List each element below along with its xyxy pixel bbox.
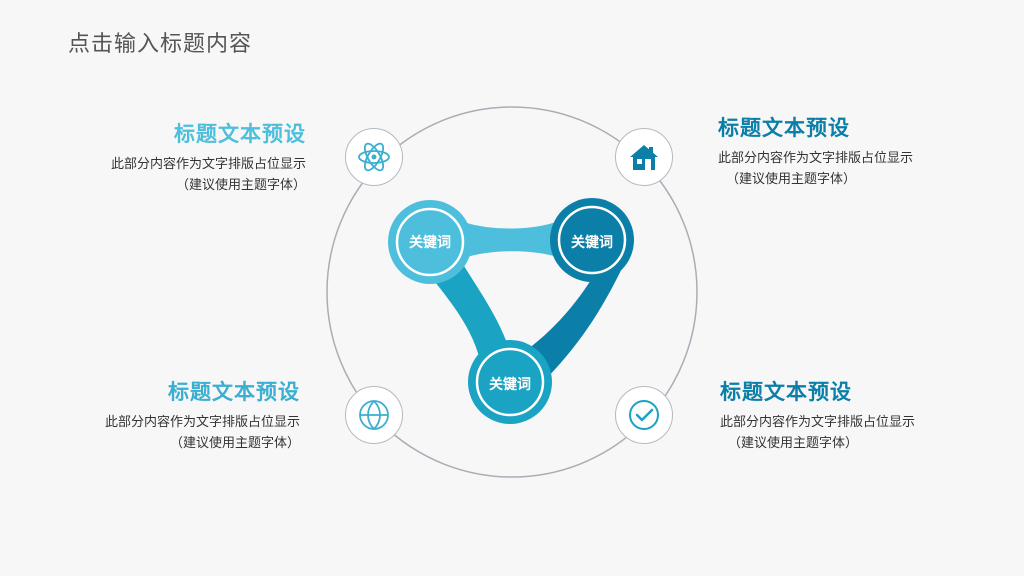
checkmark-icon-node xyxy=(615,386,673,444)
atom-icon-node xyxy=(345,128,403,186)
keyword-label-right: 关键词 xyxy=(571,235,613,251)
block-heading: 标题文本预设 xyxy=(168,380,300,404)
block-heading: 标题文本预设 xyxy=(720,380,852,404)
node-left-inner xyxy=(395,207,465,277)
node-bottom-inner xyxy=(475,347,545,417)
keyword-label-bottom: 关键词 xyxy=(489,377,531,393)
block-line-1: 此部分内容作为文字排版占位显示 xyxy=(110,157,306,172)
checkmark-icon xyxy=(629,400,659,430)
keyword-label-left: 关键词 xyxy=(409,235,451,251)
outer-ring xyxy=(326,106,698,478)
block-line-1: 此部分内容作为文字排版占位显示 xyxy=(720,415,916,430)
node-left-outer xyxy=(388,200,472,284)
house-icon-node xyxy=(615,128,673,186)
node-right-outer xyxy=(550,198,634,282)
block-line-2: （建议使用主题字体） xyxy=(169,436,300,451)
node-bottom-outer xyxy=(468,340,552,424)
block-line-2: （建议使用主题字体） xyxy=(726,172,857,187)
text-block-bottom-right: 标题文本预设 此部分内容作为文字排版占位显示 （建议使用主题字体） xyxy=(720,376,980,454)
text-block-bottom-left: 标题文本预设 此部分内容作为文字排版占位显示 （建议使用主题字体） xyxy=(40,376,300,454)
house-icon xyxy=(630,145,658,170)
block-line-1: 此部分内容作为文字排版占位显示 xyxy=(104,415,300,430)
node-right-inner xyxy=(557,205,627,275)
block-line-2: （建议使用主题字体） xyxy=(175,178,306,193)
block-line-1: 此部分内容作为文字排版占位显示 xyxy=(718,151,914,166)
block-heading: 标题文本预设 xyxy=(174,122,306,146)
block-line-2: （建议使用主题字体） xyxy=(728,436,859,451)
basketball-icon xyxy=(359,400,389,430)
page-title: 点击输入标题内容 xyxy=(68,32,253,57)
arm-top xyxy=(455,218,565,262)
arm-right xyxy=(520,262,625,385)
text-block-top-right: 标题文本预设 此部分内容作为文字排版占位显示 （建议使用主题字体） xyxy=(718,112,978,190)
text-block-top-left: 标题文本预设 此部分内容作为文字排版占位显示 （建议使用主题字体） xyxy=(46,118,306,196)
block-heading: 标题文本预设 xyxy=(718,116,850,140)
atom-icon xyxy=(358,142,390,172)
basketball-icon-node xyxy=(345,386,403,444)
